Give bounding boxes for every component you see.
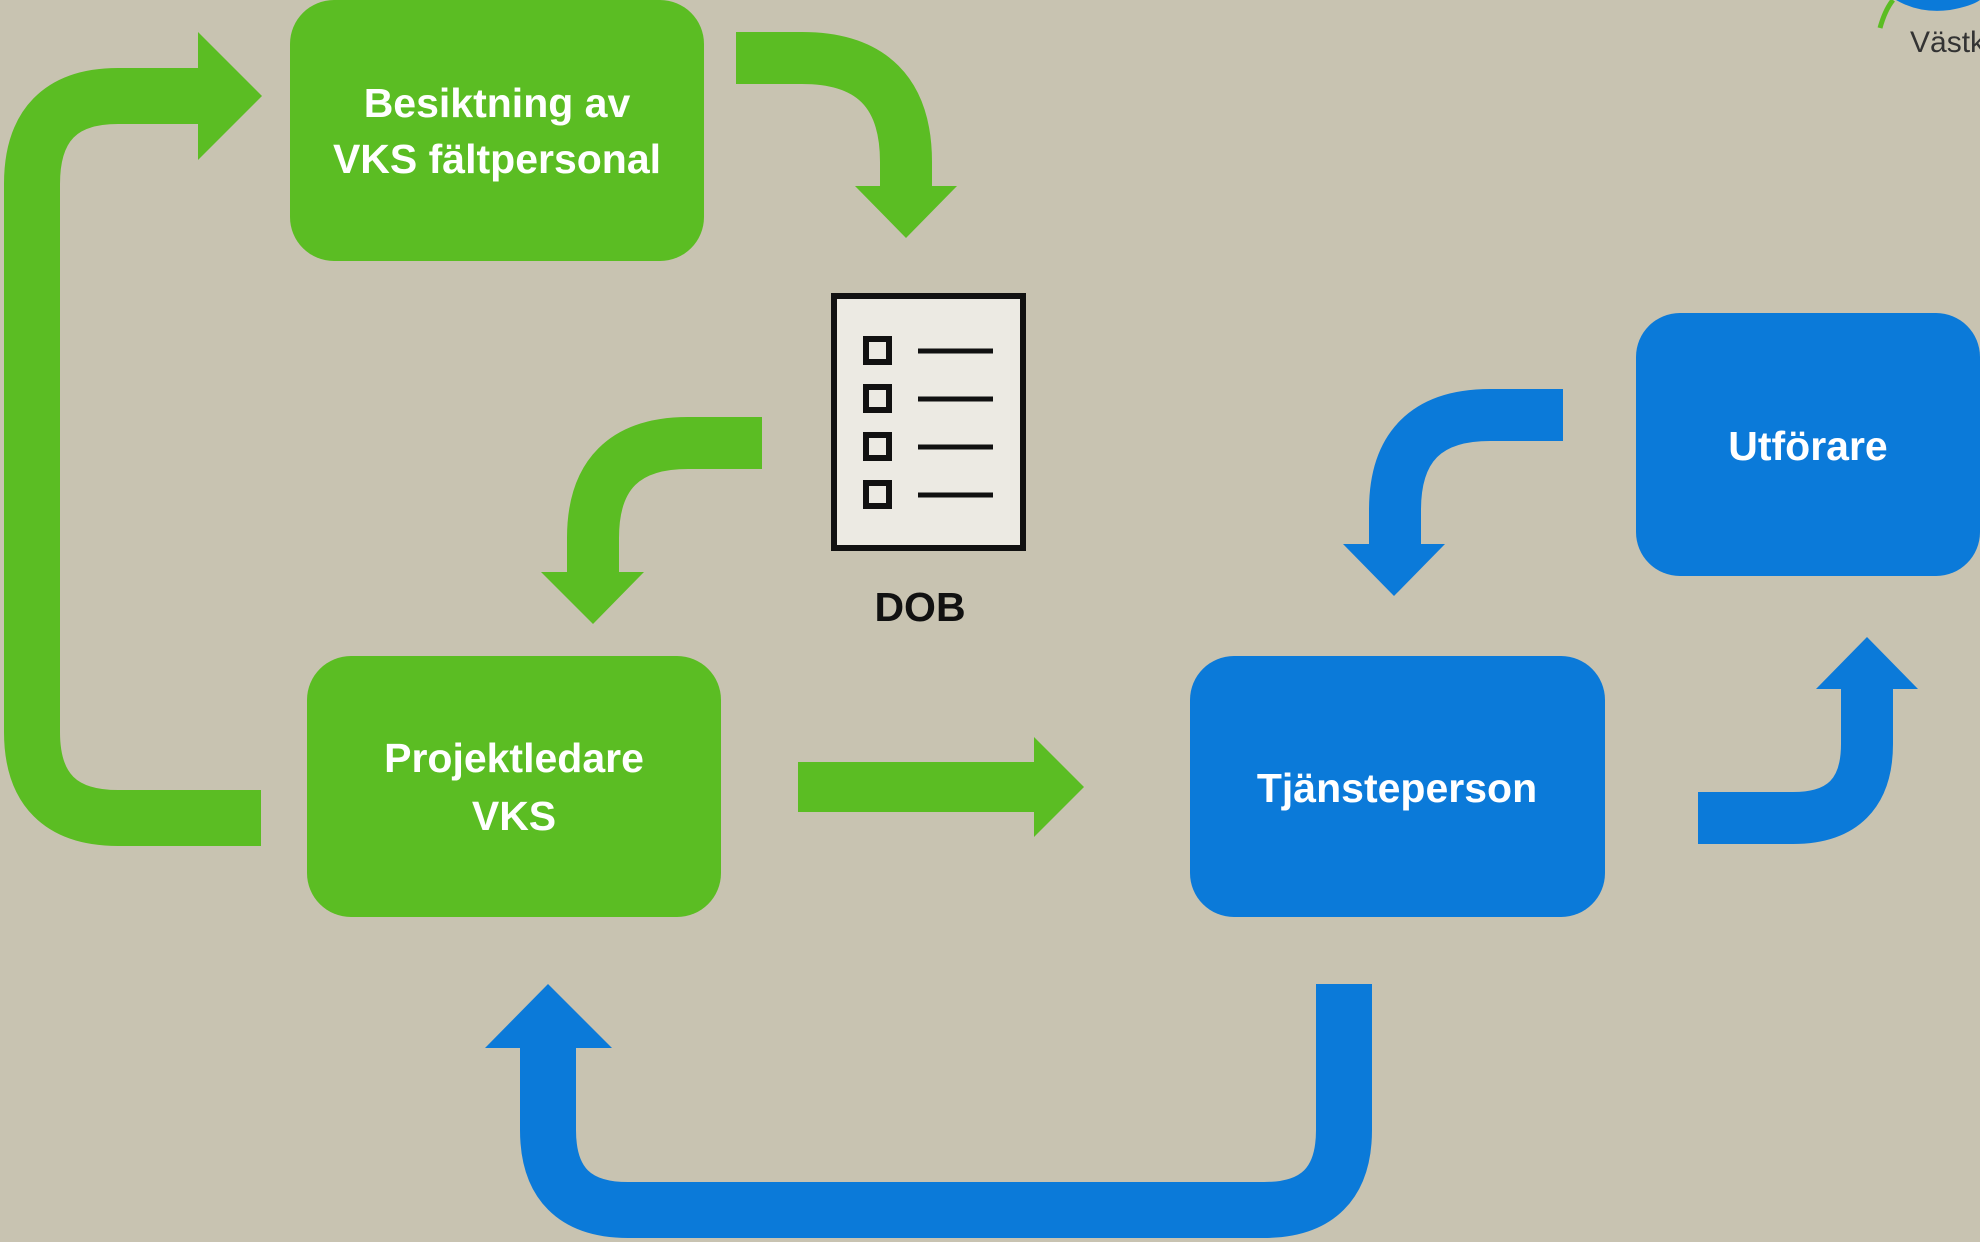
arrow-tjansteperson-to-projektledare bbox=[485, 984, 1372, 1238]
checklist-document-icon bbox=[831, 293, 1026, 551]
node-besiktning: Besiktning av VKS fältpersonal bbox=[290, 0, 704, 261]
loop-arrow-projektledare-to-besiktning bbox=[60, 32, 262, 846]
arrow-besiktning-to-dob bbox=[736, 32, 957, 238]
node-besiktning-line2: VKS fältpersonal bbox=[333, 136, 661, 182]
green-loop-arrow bbox=[3, 32, 262, 846]
document-label: DOB bbox=[874, 584, 965, 630]
node-projektledare: Projektledare VKS bbox=[307, 656, 721, 917]
node-utforare-label: Utförare bbox=[1728, 423, 1887, 469]
node-projektledare-line1: Projektledare bbox=[384, 735, 644, 781]
logo: Västk bbox=[1877, 0, 1980, 59]
arrow-tjansteperson-to-utforare bbox=[1698, 637, 1918, 844]
arrow-projektledare-to-tjansteperson bbox=[798, 737, 1084, 837]
arrow-utforare-to-tjansteperson bbox=[1343, 389, 1563, 596]
node-projektledare-line2: VKS bbox=[472, 793, 556, 839]
node-tjansteperson: Tjänsteperson bbox=[1190, 656, 1605, 917]
node-tjansteperson-label: Tjänsteperson bbox=[1257, 765, 1537, 811]
node-utforare: Utförare bbox=[1636, 313, 1980, 576]
arrow-dob-to-projektledare bbox=[541, 417, 762, 624]
node-besiktning-line1: Besiktning av bbox=[364, 80, 631, 126]
logo-text: Västk bbox=[1910, 26, 1980, 59]
